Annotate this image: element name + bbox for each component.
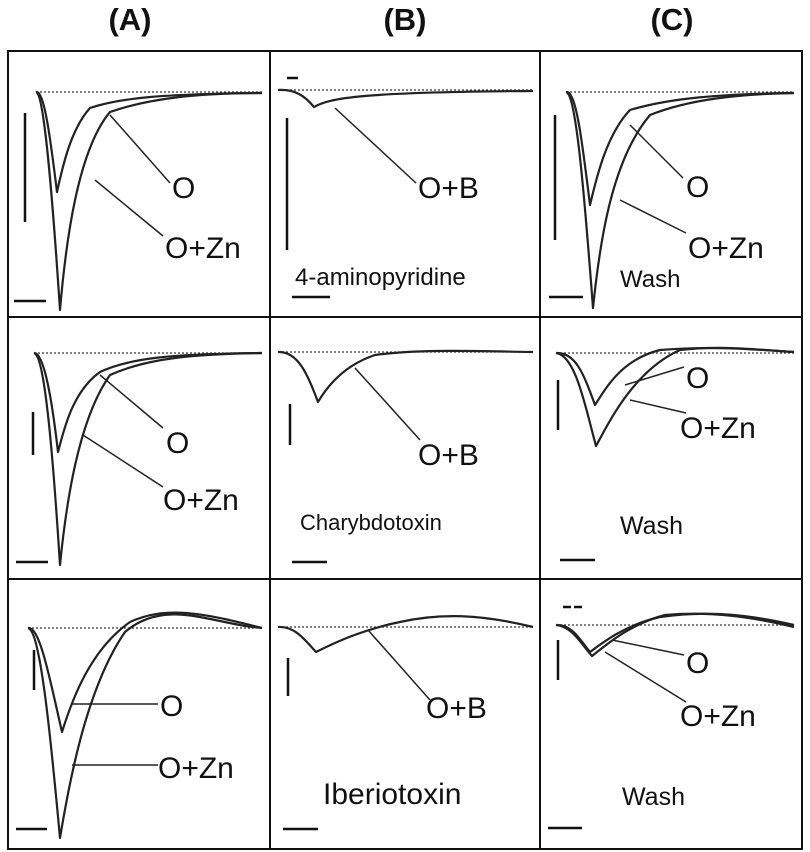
trace-label-o: O bbox=[686, 171, 709, 204]
leader-line-o-zn bbox=[82, 434, 164, 488]
column-label-a: (A) bbox=[108, 2, 152, 37]
trace-o-zn bbox=[555, 612, 795, 658]
panel-c1: O O+Zn Wash bbox=[549, 90, 795, 310]
trace-o-zn bbox=[565, 90, 795, 310]
leader-line-o bbox=[99, 374, 164, 429]
leader-line-o bbox=[629, 124, 684, 179]
trace-o-zn bbox=[35, 90, 263, 312]
panel-b3: O+B Iberiotoxin bbox=[277, 615, 534, 831]
trace-label-o-b: O+B bbox=[418, 439, 479, 472]
panel-caption: Wash bbox=[622, 783, 685, 811]
leader-line-o-zn bbox=[94, 179, 164, 237]
panel-a2: O O+Zn bbox=[16, 351, 263, 567]
column-label-b: (B) bbox=[383, 2, 427, 37]
panel-a3: O O+Zn bbox=[16, 611, 263, 840]
panel-caption: Charybdotoxin bbox=[300, 510, 442, 535]
panel-caption: Iberiotoxin bbox=[323, 778, 461, 811]
trace-label-o: O bbox=[686, 362, 709, 395]
trace-o bbox=[35, 90, 263, 194]
trace-label-o-zn: O+Zn bbox=[680, 700, 756, 733]
trace-o-b bbox=[277, 88, 534, 109]
column-label-c: (C) bbox=[650, 2, 694, 37]
panel-c3: O O+Zn Wash bbox=[548, 605, 795, 830]
trace-o-zn bbox=[33, 351, 263, 567]
leader-line-o-b bbox=[354, 367, 421, 441]
leader-line-o-zn bbox=[619, 199, 687, 234]
trace-o-b bbox=[277, 615, 534, 654]
leader-line-o bbox=[611, 639, 685, 656]
trace-label-o-zn: O+Zn bbox=[158, 752, 234, 785]
trace-label-o: O bbox=[686, 647, 709, 680]
trace-label-o: O bbox=[166, 427, 189, 460]
panel-c2: O O+Zn Wash bbox=[555, 346, 795, 562]
trace-label-o-zn: O+Zn bbox=[163, 484, 239, 517]
leader-line-o bbox=[624, 366, 685, 386]
leader-line-o bbox=[109, 114, 171, 184]
trace-o bbox=[555, 612, 795, 654]
panel-caption: Wash bbox=[620, 266, 680, 293]
panel-b1: O+B 4-aminopyridine bbox=[277, 76, 534, 299]
panel-a1: O O+Zn bbox=[14, 90, 263, 312]
trace-label-o-zn: O+Zn bbox=[680, 412, 756, 445]
trace-label-o-b: O+B bbox=[418, 172, 479, 205]
panel-b2: O+B Charybdotoxin bbox=[277, 349, 534, 564]
trace-label-o: O bbox=[172, 172, 195, 205]
leader-line-o-zn bbox=[604, 651, 687, 703]
trace-o bbox=[555, 346, 795, 407]
trace-o bbox=[33, 351, 263, 454]
trace-o-zn bbox=[27, 613, 263, 840]
trace-o-b bbox=[277, 349, 534, 404]
leader-line-o-b bbox=[367, 629, 431, 701]
grid-frame bbox=[7, 50, 803, 850]
leader-line-o-zn bbox=[629, 399, 687, 414]
trace-label-o-zn: O+Zn bbox=[165, 232, 241, 265]
trace-o-zn bbox=[555, 346, 795, 448]
trace-o bbox=[27, 611, 263, 734]
trace-o bbox=[565, 90, 795, 207]
leader-line-o-b bbox=[334, 107, 417, 184]
panel-caption: 4-aminopyridine bbox=[295, 264, 466, 291]
trace-label-o: O bbox=[160, 690, 183, 723]
trace-label-o-zn: O+Zn bbox=[688, 232, 764, 265]
panel-caption: Wash bbox=[620, 512, 683, 540]
trace-label-o-b: O+B bbox=[426, 692, 487, 725]
